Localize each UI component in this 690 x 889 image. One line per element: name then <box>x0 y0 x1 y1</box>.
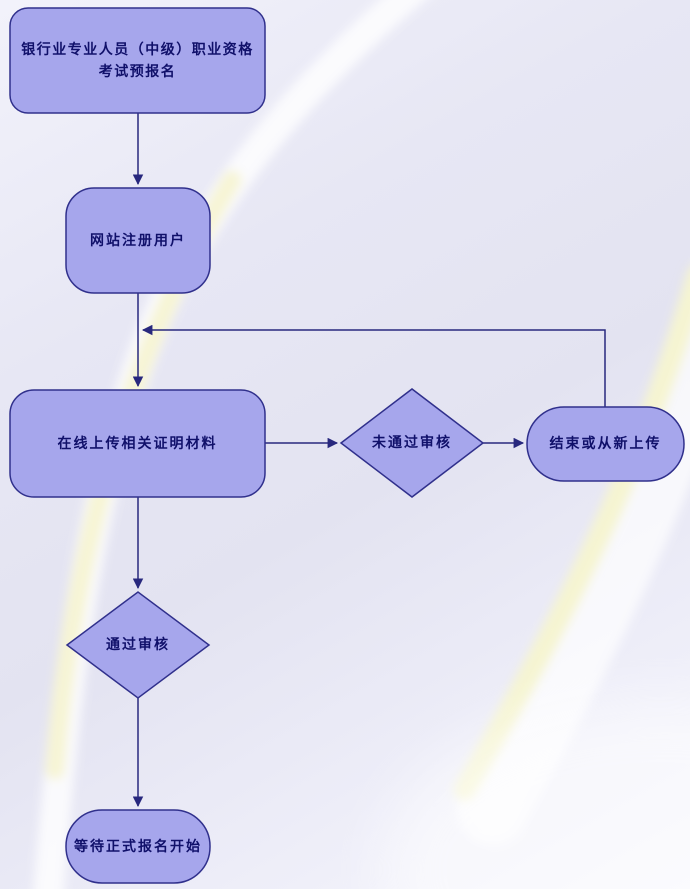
node-start-shape <box>9 7 266 114</box>
node-review-pass-shape <box>65 591 211 699</box>
swirl-cream-right <box>454 267 690 801</box>
node-register-shape <box>65 187 211 294</box>
node-review-fail-shape <box>339 388 485 498</box>
connector-endreupload-feedback <box>141 324 606 407</box>
corner-highlight <box>380 700 690 889</box>
node-upload-shape <box>9 389 266 498</box>
node-wait-start-shape <box>65 809 211 884</box>
node-end-reupload-shape <box>526 406 685 482</box>
